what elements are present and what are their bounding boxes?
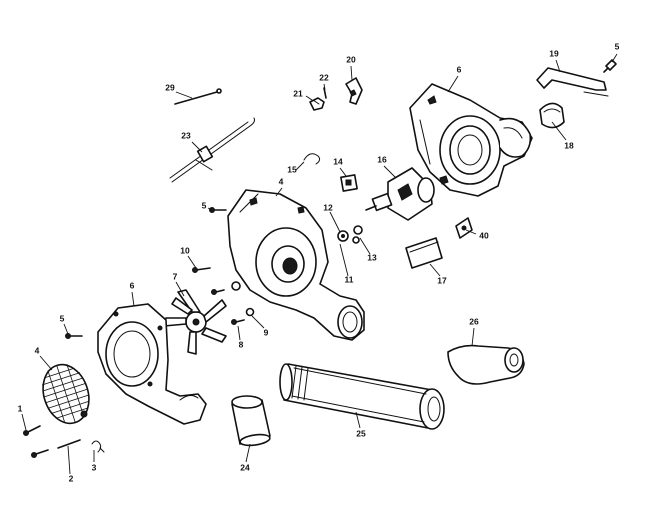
callout-10: 10 [180, 245, 190, 255]
callout-26: 26 [469, 316, 479, 326]
callout-18: 18 [564, 140, 574, 150]
part-fan-washer-screw [211, 289, 225, 295]
part-6-upper-housing [409, 83, 533, 197]
callout-6-lower: 6 [130, 280, 135, 290]
part-23-wire-linkage [169, 117, 255, 183]
part-10-screw [192, 267, 211, 273]
part-3-hook [91, 440, 105, 453]
callout-4-top: 4 [279, 176, 284, 186]
part-14-brush-holder [340, 174, 358, 192]
part-16-motor [365, 167, 435, 221]
callout-25: 25 [356, 428, 366, 438]
callout-7: 7 [173, 271, 178, 281]
callout-40: 40 [479, 230, 489, 240]
callout-5-lower: 5 [60, 313, 65, 323]
part-13-washer [352, 225, 363, 244]
part-24-sleeve [231, 395, 271, 447]
leader-lines [21, 53, 618, 475]
part-9-nut [231, 281, 255, 317]
callout-5-top: 5 [615, 41, 620, 51]
callout-23: 23 [181, 130, 191, 140]
part-21-switch-clip [309, 97, 325, 111]
callout-12: 12 [323, 202, 333, 212]
part-4-intake-grille [41, 363, 90, 425]
part-22-screw [323, 87, 327, 99]
callout-13: 13 [367, 252, 377, 262]
part-26-curved-nozzle [447, 344, 525, 385]
part-5-screw-lower [65, 333, 83, 339]
callout-1: 1 [18, 403, 23, 413]
callout-9: 9 [264, 327, 269, 337]
part-20-switch-lever [345, 77, 363, 105]
part-12-washer [337, 230, 349, 242]
part-25-long-tube [279, 363, 445, 430]
part-18-switch-cap [539, 102, 565, 129]
part-19-handle-lever [536, 67, 609, 97]
callout-15: 15 [287, 164, 297, 174]
callout-16: 16 [377, 154, 387, 164]
callout-5-mid: 5 [202, 200, 207, 210]
part-40-bracket [455, 217, 473, 239]
callout-14: 14 [333, 156, 343, 166]
callout-29: 29 [165, 82, 175, 92]
part-29-rod [174, 88, 222, 105]
callout-3: 3 [92, 462, 97, 472]
part-5-screw-top [603, 59, 617, 73]
part-17-filter [405, 237, 443, 269]
part-15-spring-clip [303, 153, 321, 165]
callout-20: 20 [346, 54, 356, 64]
part-2-pin [57, 439, 81, 449]
part-7-fan-impeller [163, 289, 227, 355]
part-8-screw [231, 319, 245, 325]
callout-4-lower: 4 [35, 345, 40, 355]
part-1-screws [23, 425, 49, 458]
callout-22: 22 [319, 72, 329, 82]
callout-17: 17 [437, 275, 447, 285]
callout-21: 21 [293, 88, 303, 98]
part-6-lower-housing [97, 303, 207, 425]
callout-2: 2 [69, 473, 74, 483]
callout-6-top: 6 [457, 64, 462, 74]
callout-8: 8 [239, 339, 244, 349]
part-4-fan-housing [227, 189, 365, 341]
callout-labels: 29 23 21 22 20 19 5 6 18 16 14 15 40 17 … [18, 41, 620, 483]
callout-24: 24 [240, 462, 250, 472]
callout-19: 19 [549, 48, 559, 58]
callout-11: 11 [345, 274, 354, 284]
